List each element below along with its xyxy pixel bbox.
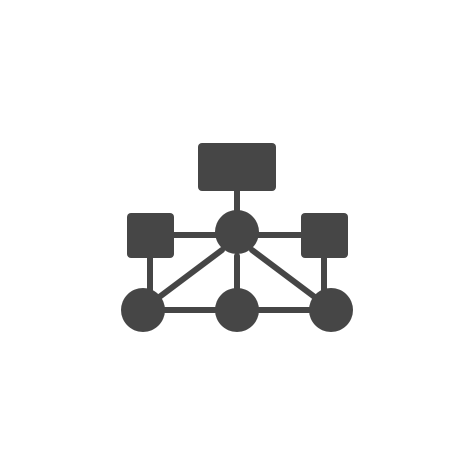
bottom-middle-circle-node <box>215 288 259 332</box>
left-box-node <box>127 213 174 258</box>
top-box-node <box>198 143 276 191</box>
line-center-to-bottom-right <box>249 247 319 301</box>
right-box-node <box>301 213 348 258</box>
line-center-to-bottom-left <box>155 247 225 301</box>
bottom-right-circle-node <box>309 288 353 332</box>
connection-lines <box>147 185 327 313</box>
center-circle-node <box>215 210 259 254</box>
bottom-left-circle-node <box>121 288 165 332</box>
